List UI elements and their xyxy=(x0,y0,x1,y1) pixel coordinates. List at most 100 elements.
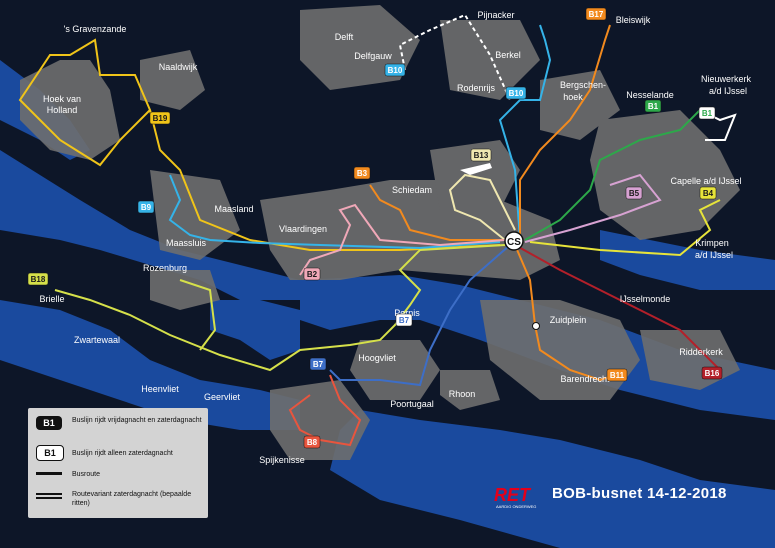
place-label: Hoogvliet xyxy=(358,353,396,363)
place-label: Pernis xyxy=(394,308,420,318)
place-label: hoek xyxy=(563,92,583,102)
route-tag-b11[interactable]: B11 xyxy=(606,368,628,382)
route-tag-box xyxy=(137,200,155,214)
route-tag-box xyxy=(644,99,662,113)
route-tag-b7[interactable]: B7 xyxy=(309,357,327,371)
route-tag-label: B19 xyxy=(153,114,168,123)
route-tag-box xyxy=(27,272,49,286)
place-label: Zuidplein xyxy=(550,315,587,325)
route-tag-label: B10 xyxy=(509,89,524,98)
route-tag-b4[interactable]: B4 xyxy=(699,186,717,200)
route-tag-b7[interactable]: B7 xyxy=(395,313,413,327)
route-tag-b8[interactable]: B8 xyxy=(303,435,321,449)
route-tag-b5[interactable]: B5 xyxy=(625,186,643,200)
legend-text-fri-sat: Buslijn rijdt vrijdagnacht en zaterdagna… xyxy=(72,417,202,424)
place-label: 's Gravenzande xyxy=(64,24,127,34)
place-label: Bleiswijk xyxy=(616,15,651,25)
ret-logo-subtext: AARDIG ONDERWEG xyxy=(496,504,536,509)
route-tag-b13[interactable]: B13 xyxy=(470,148,492,162)
route-tag-box xyxy=(699,186,717,200)
route-tag-label: B2 xyxy=(307,270,318,279)
brand-block: RET AARDIG ONDERWEG BOB-busnet 14-12-201… xyxy=(488,482,758,512)
place-label: Heenvliet xyxy=(141,384,179,394)
route-tag-b19[interactable]: B19 xyxy=(149,111,171,125)
route-b10-variant xyxy=(398,13,511,101)
route-tag-label: B17 xyxy=(589,10,604,19)
route-tag-box xyxy=(353,166,371,180)
ret-logo-text: RET xyxy=(494,485,532,505)
route-tag-label: B7 xyxy=(313,360,324,369)
place-label: Naaldwijk xyxy=(159,62,198,72)
route-tag-label: B7 xyxy=(399,316,410,325)
place-label: Bergschen- xyxy=(560,80,606,90)
place-label: Rodenrijs xyxy=(457,83,496,93)
route-tag-label: B1 xyxy=(648,102,659,111)
route-b10 xyxy=(498,24,552,241)
route-tag-b18[interactable]: B18 xyxy=(27,272,49,286)
place-label: Capelle a/d IJssel xyxy=(670,176,741,186)
route-b3 xyxy=(369,184,505,241)
place-label: Zwartewaal xyxy=(74,335,120,345)
route-tag-box xyxy=(505,86,527,100)
map-title: BOB-busnet 14-12-2018 xyxy=(552,485,727,502)
route-b18 xyxy=(54,244,506,372)
place-label: Delfgauw xyxy=(354,51,392,61)
legend-row-sat: B1 xyxy=(36,445,64,461)
route-tag-b10[interactable]: B10 xyxy=(505,86,527,100)
route-b1 xyxy=(524,109,701,241)
route-tag-box xyxy=(303,435,321,449)
route-tag-b1[interactable]: B1 xyxy=(698,106,716,120)
legend-row-busroute xyxy=(36,472,62,475)
legend-dashed-line xyxy=(36,493,62,499)
route-b4 xyxy=(529,199,721,257)
place-label: Berkel xyxy=(495,50,521,60)
central-station-marker[interactable]: CS xyxy=(504,231,524,251)
legend-text-sat: Buslijn rijdt alleen zaterdagnacht xyxy=(72,450,173,457)
bus-routes xyxy=(18,13,737,447)
legend: B1 Buslijn rijdt vrijdagnacht en zaterda… xyxy=(28,408,208,518)
route-b11 xyxy=(514,244,616,382)
place-label: Pijnacker xyxy=(477,10,514,20)
route-tag-label: B1 xyxy=(702,109,713,118)
route-tag-box xyxy=(395,313,413,327)
place-label: Delft xyxy=(335,32,354,42)
route-tag-b1[interactable]: B1 xyxy=(644,99,662,113)
route-tag-b10[interactable]: B10 xyxy=(384,63,406,77)
route-tag-label: B18 xyxy=(31,275,46,284)
route-tag-label: B10 xyxy=(388,66,403,75)
place-label: Vlaardingen xyxy=(279,224,327,234)
route-tag-label: B8 xyxy=(307,438,318,447)
place-label: Holland xyxy=(47,105,78,115)
route-tag-label: B3 xyxy=(357,169,368,178)
route-tag-b3[interactable]: B3 xyxy=(353,166,371,180)
legend-text-busroute: Busroute xyxy=(72,471,101,478)
route-tag-box xyxy=(625,186,643,200)
route-b7 xyxy=(329,244,511,387)
route-tag-box xyxy=(149,111,171,125)
place-label: Hoek van xyxy=(43,94,81,104)
place-label: Schiedam xyxy=(392,185,432,195)
zuidplein-stop-icon xyxy=(532,322,540,330)
legend-row-fri-sat: B1 xyxy=(36,416,62,430)
route-b8 xyxy=(288,374,362,447)
route-tag-b17[interactable]: B17 xyxy=(585,7,607,21)
route-tag-box xyxy=(303,267,321,281)
route-tag-b2[interactable]: B2 xyxy=(303,267,321,281)
place-label: Geervliet xyxy=(204,392,241,402)
route-tag-box xyxy=(701,366,723,380)
route-b19 xyxy=(18,38,501,251)
route-tag-box xyxy=(309,357,327,371)
route-tag-b9[interactable]: B9 xyxy=(137,200,155,214)
route-b9 xyxy=(168,174,501,250)
legend-badge-light: B1 xyxy=(36,445,64,461)
route-tag-label: B13 xyxy=(474,151,489,160)
place-label: Krimpen xyxy=(695,238,729,248)
route-tag-box xyxy=(606,368,628,382)
place-label: Barendrecht xyxy=(560,374,610,384)
route-tag-label: B5 xyxy=(629,189,640,198)
route-b2 xyxy=(299,203,506,276)
route-tag-b16[interactable]: B16 xyxy=(701,366,723,380)
route-tag-label: B4 xyxy=(703,189,714,198)
